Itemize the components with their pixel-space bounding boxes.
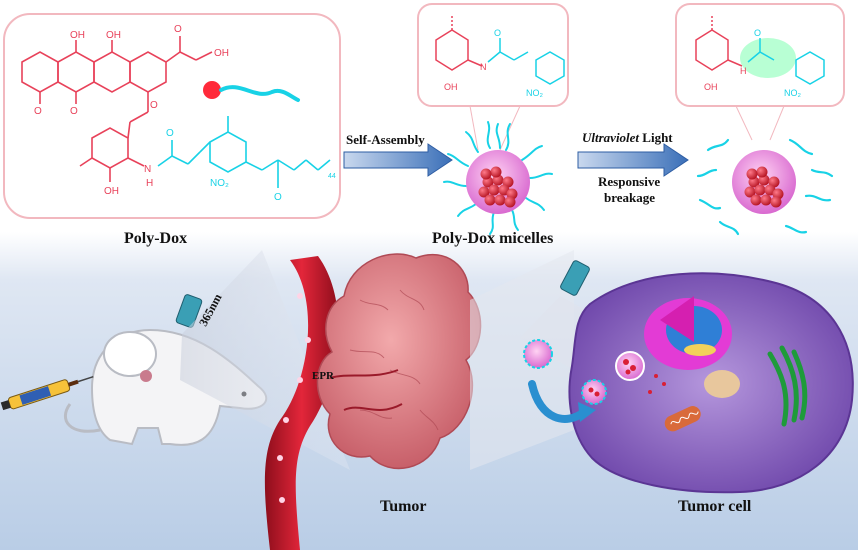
svg-text:OH: OH	[214, 48, 229, 59]
svg-text:O: O	[274, 192, 282, 203]
svg-text:N: N	[144, 164, 151, 175]
svg-text:H: H	[740, 66, 747, 76]
svg-text:OH: OH	[444, 82, 458, 92]
label-micelles: Poly-Dox micelles	[432, 230, 554, 247]
drug-bead	[750, 194, 762, 206]
drug-bead	[746, 168, 758, 180]
label-uv-light: Ultraviolet Light	[582, 130, 673, 146]
svg-text:O: O	[166, 128, 174, 139]
drug-bead	[494, 194, 506, 206]
svg-text:O: O	[494, 28, 501, 38]
svg-text:O: O	[34, 106, 42, 117]
drug-bead	[744, 186, 756, 198]
drug-bead	[490, 166, 502, 178]
drug-bead	[770, 196, 782, 208]
svg-text:NO₂: NO₂	[526, 88, 544, 98]
label-self-assembly: Self-Assembly	[346, 132, 425, 147]
label-tumor: Tumor	[380, 498, 427, 515]
svg-text:OH: OH	[70, 30, 85, 41]
svg-text:NO₂: NO₂	[784, 88, 802, 98]
svg-text:NO₂: NO₂	[210, 178, 229, 189]
drug-bead	[480, 168, 492, 180]
label-epr: EPR	[312, 370, 334, 382]
svg-text:44: 44	[328, 173, 336, 180]
label-poly-dox: Poly-Dox	[124, 230, 188, 247]
svg-text:O: O	[150, 100, 158, 111]
svg-text:O: O	[754, 28, 761, 38]
svg-text:O: O	[174, 24, 182, 35]
drug-bead	[756, 166, 768, 178]
svg-text:O: O	[70, 106, 78, 117]
svg-text:OH: OH	[704, 82, 718, 92]
label-breakage: breakage	[604, 190, 656, 205]
drug-bead	[754, 184, 766, 196]
drug-bead	[478, 186, 490, 198]
drug-bead	[484, 194, 496, 206]
svg-text:H: H	[146, 178, 153, 189]
drug-bead	[488, 184, 500, 196]
svg-text:OH: OH	[106, 30, 121, 41]
label-tumor-cell: Tumor cell	[678, 498, 752, 515]
svg-text:N: N	[480, 62, 487, 72]
drug-bead	[760, 194, 772, 206]
drug-bead	[504, 196, 516, 208]
label-responsive: Responsive	[598, 174, 661, 189]
label-light: Light	[639, 130, 673, 145]
svg-text:OH: OH	[104, 186, 119, 197]
label-uv-italic: Ultraviolet	[582, 130, 640, 145]
